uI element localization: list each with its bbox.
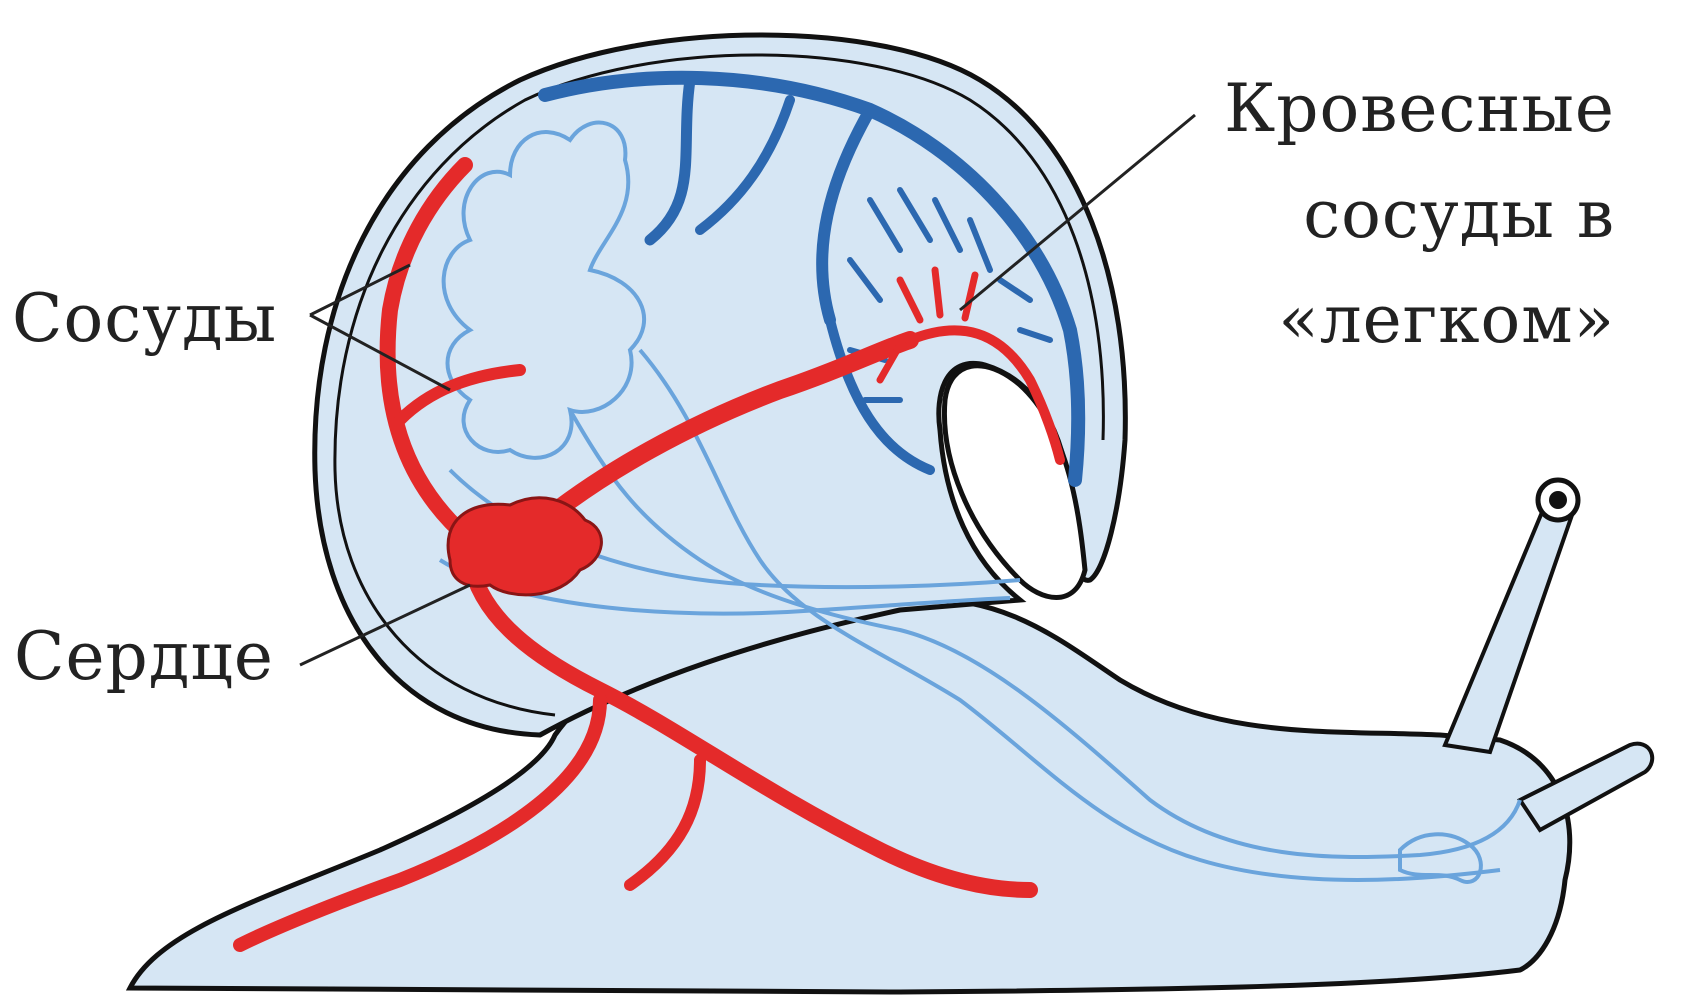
label-lung-line-1: Кровесные bbox=[1224, 56, 1615, 162]
upper-tentacle bbox=[1445, 496, 1572, 752]
label-heart: Сердце bbox=[14, 624, 274, 690]
tentacle-eye-inner bbox=[1549, 491, 1567, 509]
label-lung-vessels: Кровесные сосуды в «легком» bbox=[1224, 56, 1615, 373]
label-lung-line-3: «легком» bbox=[1224, 267, 1615, 373]
snail-foot bbox=[130, 599, 1570, 992]
label-lung-line-2: сосуды в bbox=[1224, 162, 1615, 268]
label-vessels: Сосуды bbox=[12, 286, 277, 352]
artery-lung-branch-3 bbox=[935, 270, 940, 315]
